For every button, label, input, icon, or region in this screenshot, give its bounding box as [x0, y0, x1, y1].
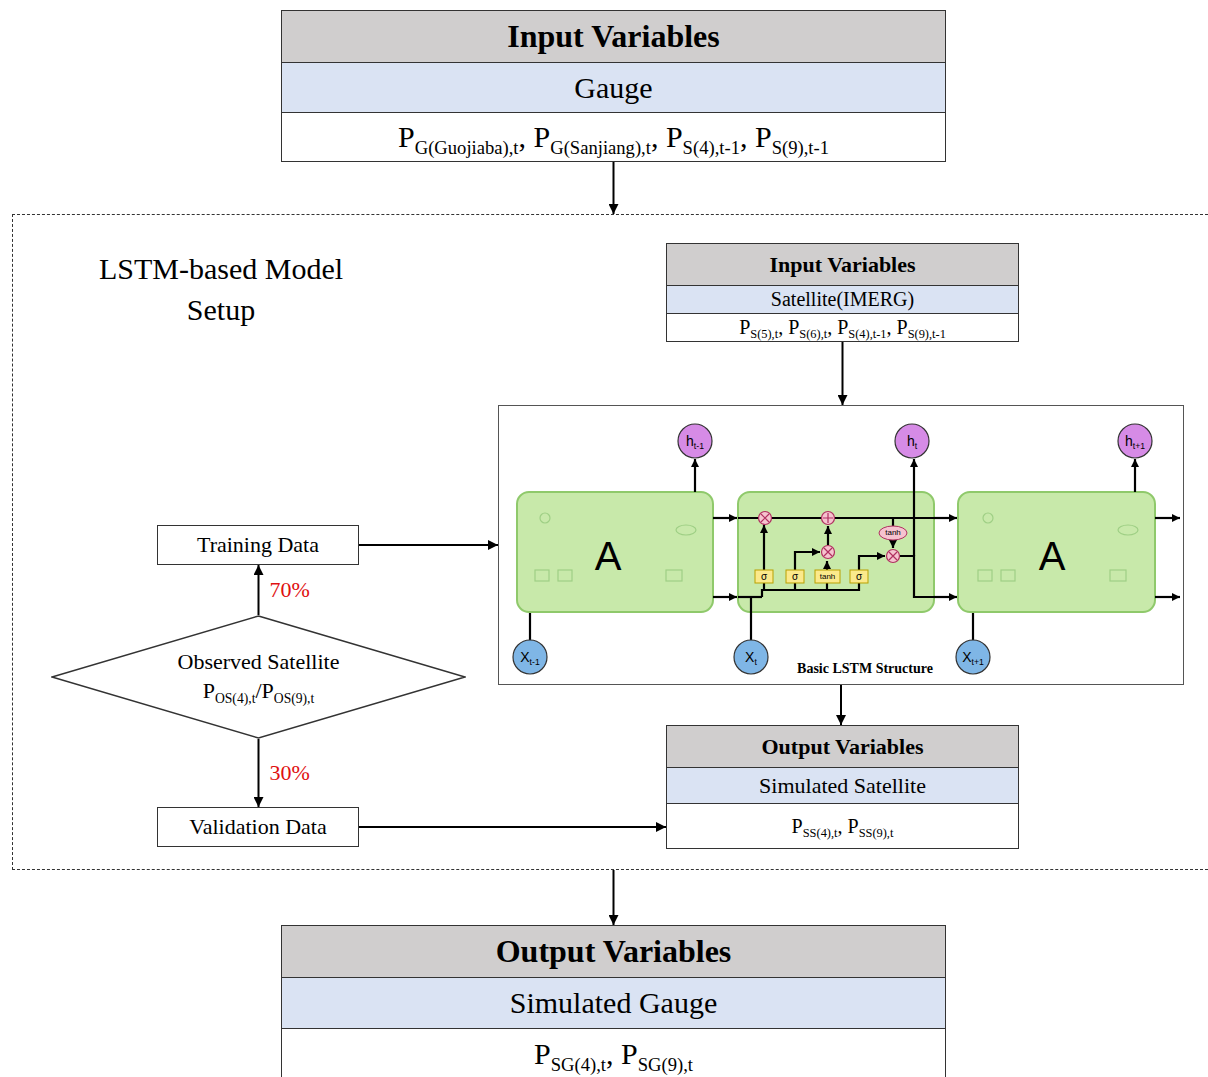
process-box: Training Data — [157, 525, 359, 565]
tanh-ellipse — [879, 526, 907, 540]
split-percentage: 30% — [268, 760, 312, 786]
box-heading: Input Variables — [507, 18, 720, 55]
process-label: Training Data — [197, 532, 319, 558]
state-label: Xt+1 — [962, 650, 984, 664]
state-label: ht-1 — [686, 434, 704, 448]
process-label: Validation Data — [189, 814, 326, 840]
header-band: Input Variables — [667, 244, 1018, 286]
box-heading: Output Variables — [762, 734, 924, 760]
category-band: Gauge — [282, 63, 945, 113]
box-subheading: Gauge — [574, 71, 652, 105]
variables-row: PSG(4),t, PSG(9),t — [282, 1029, 945, 1077]
region-title: LSTM-based Model Setup — [71, 249, 371, 330]
state-circles — [513, 424, 1152, 674]
header-band: Output Variables — [282, 926, 945, 978]
output-variables-box: Output VariablesSimulated SatellitePSS(4… — [666, 725, 1019, 849]
header-band: Output Variables — [667, 726, 1018, 768]
decision-label: Observed Satellite — [178, 648, 340, 677]
cell-wires — [530, 459, 1180, 641]
decision-diamond: Observed SatellitePOS(4),t/POS(9),t — [51, 615, 466, 739]
process-box: Validation Data — [157, 807, 359, 847]
category-band: Simulated Gauge — [282, 978, 945, 1029]
variables-row: PG(Guojiaba),t, PG(Sanjiang),t, PS(4),t-… — [282, 113, 945, 161]
box-heading: Input Variables — [769, 252, 915, 278]
diamond-outline — [51, 615, 466, 739]
input-variables-box: Input VariablesGaugePG(Guojiaba),t, PG(S… — [281, 10, 946, 162]
gate-label: tanh — [885, 529, 901, 537]
state-label: Xt-1 — [520, 650, 539, 664]
structure-caption: Basic LSTM Structure — [797, 661, 933, 677]
flow-arrow — [840, 685, 842, 725]
box-subheading: Simulated Satellite — [759, 773, 926, 799]
flow-arrow — [842, 342, 844, 405]
output-variables-box: Output VariablesSimulated GaugePSG(4),t,… — [281, 925, 946, 1077]
variable-list: POS(4),t/POS(9),t — [203, 677, 315, 706]
box-heading: Output Variables — [496, 933, 732, 970]
box-subheading: Simulated Gauge — [510, 986, 717, 1020]
state-label: ht+1 — [1125, 434, 1145, 448]
variable-list: PSS(4),t, PSS(9),t — [792, 815, 894, 838]
category-band: Satellite(IMERG) — [667, 286, 1018, 314]
variable-list: PS(5),t, PS(6),t, PS(4),t-1, PS(9),t-1 — [739, 316, 946, 339]
category-band: Simulated Satellite — [667, 768, 1018, 804]
input-variables-box: Input VariablesSatellite(IMERG) PS(5),t, … — [666, 243, 1019, 342]
gate-label: σ — [761, 572, 767, 582]
state-label: ht — [907, 434, 917, 448]
flow-arrow — [258, 565, 260, 615]
variables-row: PS(5),t, PS(6),t, PS(4),t-1, PS(9),t-1 — [667, 314, 1018, 341]
flow-arrow — [359, 544, 498, 546]
variable-list: PSG(4),t, PSG(9),t — [534, 1037, 693, 1071]
flow-arrow — [359, 826, 666, 828]
pointwise-ops — [759, 512, 900, 563]
state-label: Xt — [745, 650, 757, 664]
gate-label: σ — [792, 572, 798, 582]
flow-arrow — [258, 739, 260, 807]
variables-row: PSS(4),t, PSS(9),t — [667, 804, 1018, 848]
cell-label: A — [1039, 536, 1066, 576]
box-subheading: Satellite(IMERG) — [771, 288, 914, 311]
flow-arrow — [613, 870, 615, 925]
flow-arrow — [613, 162, 615, 214]
lstm-cells — [517, 492, 1155, 612]
split-percentage: 70% — [268, 577, 312, 603]
header-band: Input Variables — [282, 11, 945, 63]
gate-boxes — [755, 570, 868, 583]
gate-label: σ — [856, 572, 862, 582]
variable-list: PG(Guojiaba),t, PG(Sanjiang),t, PS(4),t-… — [398, 120, 829, 154]
cell-label: A — [595, 536, 622, 576]
gate-label: tanh — [820, 573, 836, 581]
